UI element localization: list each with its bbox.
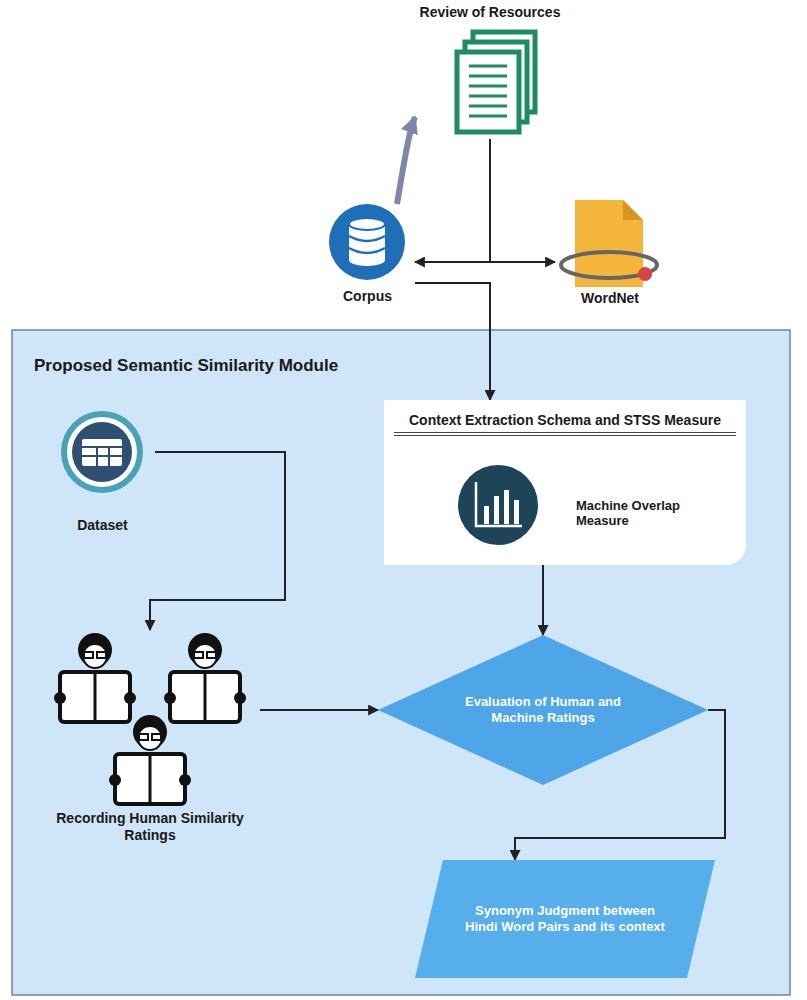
document-line <box>469 65 507 68</box>
reader-book <box>60 672 130 722</box>
flow-arrow <box>150 452 285 630</box>
file-fold <box>623 200 643 220</box>
dataset-ring <box>64 414 140 490</box>
database-base <box>349 254 385 266</box>
table-line <box>82 455 122 457</box>
decision-diamond: Evaluation of Human and Machine Ratings <box>378 635 708 785</box>
reader-book <box>170 672 240 722</box>
reader-hair <box>78 633 112 667</box>
book-spine <box>94 672 97 722</box>
table-line <box>82 446 122 448</box>
reader-book <box>115 754 185 804</box>
flow-arrow <box>415 283 490 400</box>
file-page <box>575 200 643 287</box>
dataset-disc <box>72 422 132 482</box>
flow-arrow <box>415 261 555 263</box>
resource-line <box>489 139 491 262</box>
reader-hair <box>188 633 222 667</box>
module-panel <box>12 330 790 995</box>
node-label: Review of Resources <box>415 4 565 21</box>
module-panel: Proposed Semantic Similarity ModuleDatas… <box>12 330 790 995</box>
readers-icon-art <box>40 630 260 840</box>
reader-hand <box>54 692 66 704</box>
chart-circle <box>458 465 538 545</box>
node-label: Context Extraction Schema and STSS Measu… <box>394 412 736 436</box>
reader-glasses <box>207 652 216 658</box>
chart-bar <box>504 490 509 524</box>
diamond-shape <box>378 635 708 785</box>
reader-hand <box>234 692 246 704</box>
database-circle <box>329 204 405 280</box>
database-ring <box>349 236 385 241</box>
document-line <box>469 85 507 88</box>
reader-hand <box>109 774 121 786</box>
book-spine <box>204 672 207 722</box>
document-line <box>469 75 507 78</box>
parallelogram-shape <box>415 860 715 978</box>
reader-hand <box>179 774 191 786</box>
wordnet-icon: WordNet <box>555 195 665 318</box>
reader-glasses <box>84 652 93 658</box>
node-label: Evaluation of Human and Machine Ratings <box>463 694 623 725</box>
reader-glasses <box>97 652 106 658</box>
flow-arrow <box>542 565 544 635</box>
reader-glasses <box>152 734 161 740</box>
chart-bar <box>494 496 499 524</box>
document-line <box>469 105 507 108</box>
table-line <box>108 447 110 466</box>
reader-face <box>83 644 107 668</box>
table-line <box>96 447 98 466</box>
node-sublabel: Machine Overlap Measure <box>576 498 736 529</box>
orbit-dot <box>638 267 652 281</box>
reader-hand <box>124 692 136 704</box>
chart-bar <box>514 500 519 524</box>
dataset-icon: Dataset <box>50 405 155 540</box>
node-label: Proposed Semantic Similarity Module <box>34 356 554 376</box>
corpus-icon: Corpus <box>320 200 415 318</box>
table-body <box>82 439 122 466</box>
reader-glasses <box>194 652 203 658</box>
reader-face <box>138 726 162 750</box>
reader-hand <box>164 692 176 704</box>
reader-face <box>193 644 217 668</box>
database-top <box>349 218 385 230</box>
process-box: Context Extraction Schema and STSS Measu… <box>384 400 746 565</box>
node-label: Dataset <box>50 517 155 534</box>
output-parallelogram: Synonym Judgment between Hindi Word Pair… <box>415 860 715 978</box>
chart-bar <box>484 506 489 524</box>
document-line <box>469 115 507 118</box>
node-label: Synonym Judgment between Hindi Word Pair… <box>460 903 670 934</box>
reader-glasses <box>139 734 148 740</box>
node-label: Corpus <box>320 288 415 305</box>
reader-hair <box>133 715 167 749</box>
flow-arrow <box>260 709 378 711</box>
resource-icon-art <box>415 2 565 139</box>
document-page <box>457 52 519 132</box>
chart-axis <box>476 482 522 526</box>
node-label: Recording Human Similarity Ratings <box>40 810 260 844</box>
document-line <box>469 95 507 98</box>
flow-arrow <box>397 117 415 204</box>
database-ring <box>349 248 385 253</box>
book-spine <box>149 754 152 804</box>
readers-icon: Recording Human Similarity Ratings <box>40 630 260 840</box>
resource-icon: Review of Resources <box>415 2 565 139</box>
node-label: WordNet <box>555 290 665 307</box>
